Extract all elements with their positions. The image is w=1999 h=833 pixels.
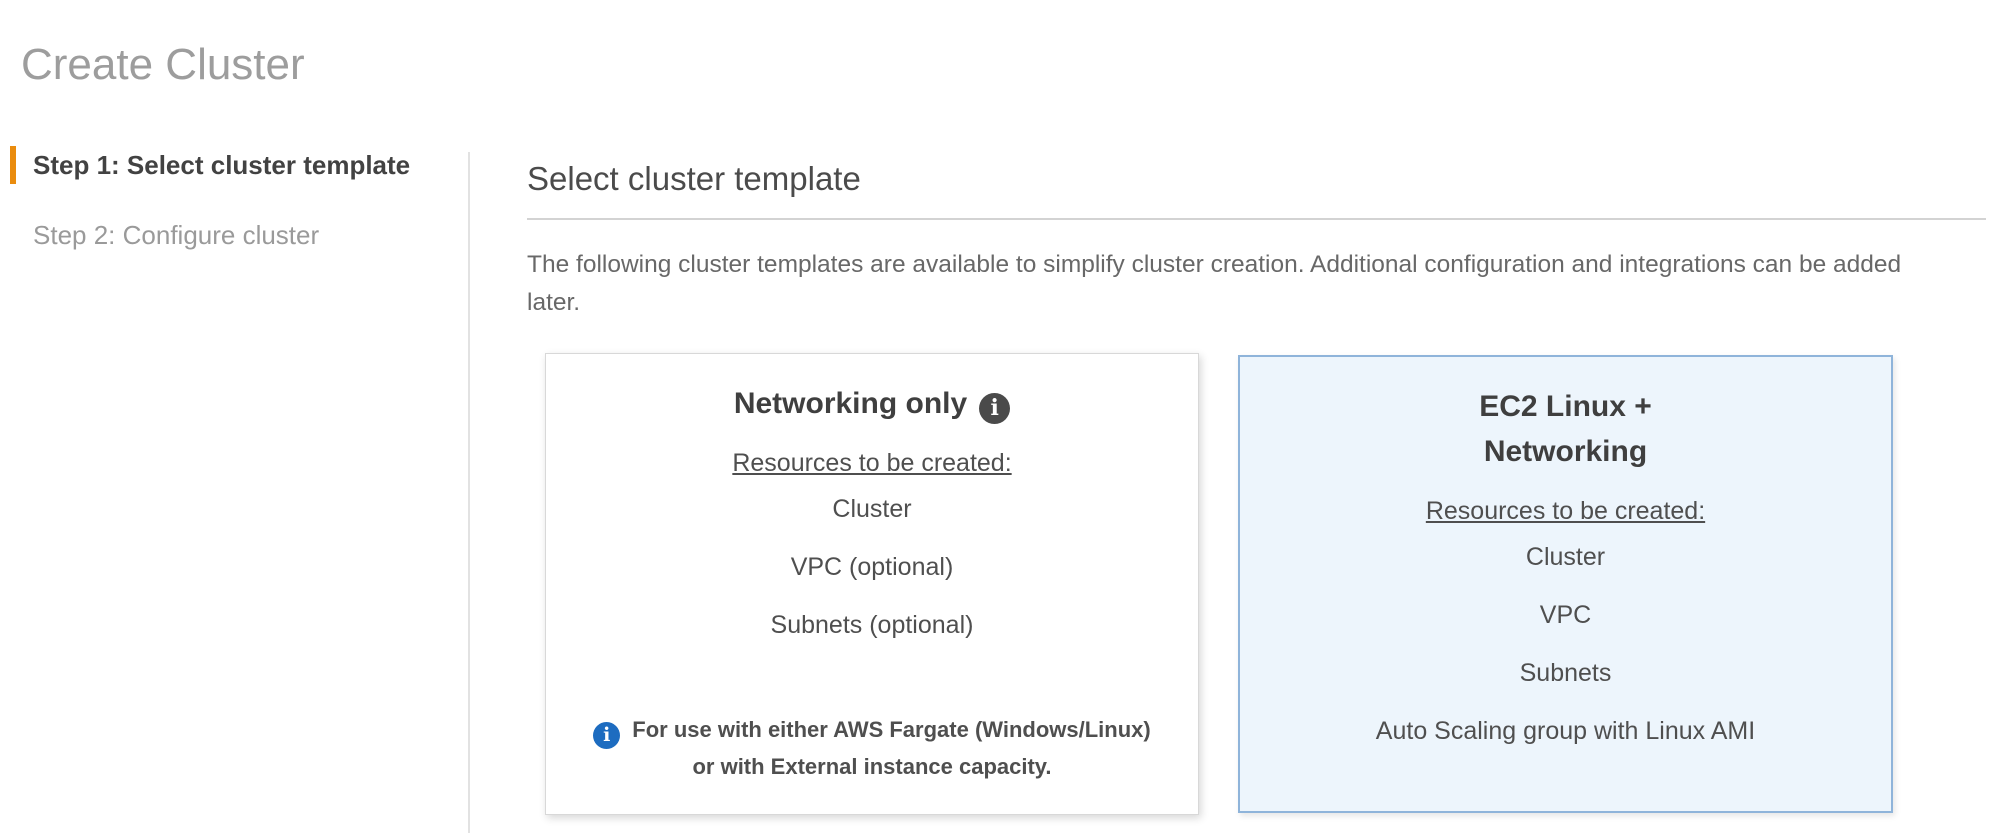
template-card-networking-only[interactable]: Networking only Resources to be created:… [545,353,1199,815]
vertical-divider [468,152,470,833]
wizard-steps: Step 1: Select cluster template Step 2: … [10,146,440,286]
resource-item: Cluster [1525,543,1606,571]
resource-item: Subnets [1519,659,1612,687]
section-description: The following cluster templates are avai… [527,251,1902,316]
fargate-note-text: For use with either AWS Fargate (Windows… [632,717,1151,779]
main-content: Select cluster template The following cl… [527,158,1986,322]
resource-item: VPC (optional) [790,553,954,581]
page-title: Create Cluster [21,40,305,89]
template-card-ec2-linux-networking[interactable]: EC2 Linux + Networking Resources to be c… [1238,355,1893,813]
step-1-select-cluster-template[interactable]: Step 1: Select cluster template [10,146,440,184]
resource-item: VPC [1539,601,1592,629]
resource-item: Auto Scaling group with Linux AMI [1375,717,1756,745]
info-icon[interactable] [979,393,1011,424]
card-title: Networking only [564,381,1180,426]
card-title: EC2 Linux + Networking [1479,390,1652,468]
resources-heading: Resources to be created: [1425,497,1706,525]
fargate-note: For use with either AWS Fargate (Windows… [546,712,1198,785]
resource-item: Subnets (optional) [770,611,974,639]
info-icon-blue [593,722,621,749]
card-title-text: Networking only [733,387,968,420]
step-2-label: Step 2: Configure cluster [33,220,320,250]
step-1-label: Step 1: Select cluster template [33,150,411,180]
step-2-configure-cluster: Step 2: Configure cluster [10,216,440,254]
resource-item: Cluster [832,495,912,523]
resources-heading: Resources to be created: [732,449,1012,477]
heading-rule [527,218,1986,220]
section-heading: Select cluster template [527,160,861,197]
